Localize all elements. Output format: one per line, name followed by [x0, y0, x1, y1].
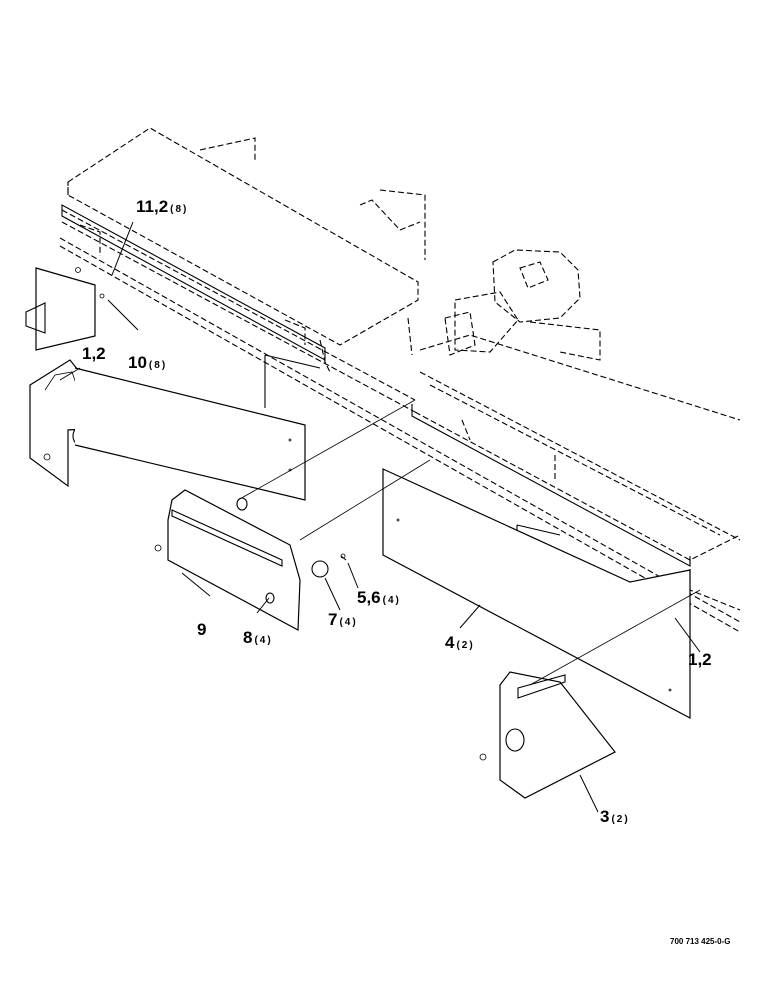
callout-11-2-number: 11,2: [136, 197, 169, 216]
upper-left-end-plate: [25, 267, 105, 351]
rail-brackets: [61, 204, 691, 567]
callout-9-number: 9: [197, 620, 207, 639]
callout-3-number: 3: [600, 807, 610, 826]
part-4-long-panel: [382, 468, 691, 719]
callout-8: 8(4): [243, 629, 273, 647]
callout-1-2-left: 1,2: [82, 345, 106, 363]
machine-frame-phantom: [59, 127, 741, 633]
part-9-panel: [154, 489, 301, 631]
callout-3: 3(2): [600, 808, 630, 826]
drawing-number: 700 713 425-0-G: [670, 937, 731, 946]
callout-7: 7(4): [328, 611, 358, 629]
callout-9: 9: [197, 621, 206, 639]
upper-long-panel: [74, 367, 306, 501]
part-3-corner-shield: [479, 671, 616, 799]
callout-11-2: 11,2(8): [136, 198, 188, 216]
callout-10: 10(8): [128, 354, 167, 372]
callout-1-2-right-number: 1,2: [688, 650, 712, 669]
part-7-washer: [311, 560, 329, 578]
callout-1-2-right: 1,2: [688, 651, 712, 669]
callout-4-qty: (2): [456, 640, 475, 651]
callout-8-qty: (4): [254, 635, 273, 646]
callout-7-qty: (4): [339, 617, 358, 628]
callout-7-number: 7: [328, 610, 338, 629]
leader-lines: [59, 221, 701, 813]
callout-11-2-qty: (8): [170, 204, 189, 215]
callout-10-number: 10: [128, 353, 147, 372]
callout-1-2-left-number: 1,2: [82, 344, 106, 363]
callout-4: 4(2): [445, 634, 475, 652]
callout-8-number: 8: [243, 628, 253, 647]
callout-10-qty: (8): [148, 360, 168, 371]
callout-5-6-number: 5,6: [357, 588, 381, 607]
part-5-6-bolt: [340, 553, 347, 561]
callout-3-qty: (2): [611, 814, 630, 825]
callout-5-6: 5,6(4): [357, 589, 401, 607]
callout-5-6-qty: (4): [382, 595, 401, 606]
callout-4-number: 4: [445, 633, 455, 652]
